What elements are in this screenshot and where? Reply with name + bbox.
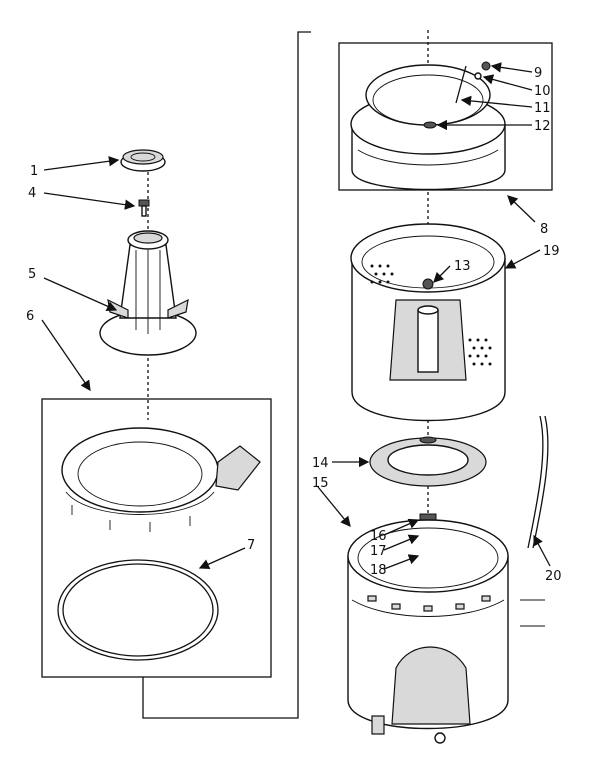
tub-slots xyxy=(367,595,491,612)
callout-15: 15 xyxy=(312,476,329,491)
callout-8: 8 xyxy=(540,222,548,237)
leader-5 xyxy=(43,277,118,312)
callout-5: 5 xyxy=(28,267,36,282)
leader-6 xyxy=(41,319,91,392)
hardware-part-11 xyxy=(455,65,467,104)
callout-10: 10 xyxy=(534,84,551,99)
callout-19: 19 xyxy=(543,244,560,259)
callout-11: 11 xyxy=(534,101,551,116)
leader-13 xyxy=(433,265,451,283)
leader-18 xyxy=(383,554,420,570)
callout-17: 17 xyxy=(370,544,387,559)
gasket-part-7 xyxy=(57,559,219,661)
spin-basket-part-19 xyxy=(350,223,506,422)
leader-20 xyxy=(533,534,551,567)
callout-4: 4 xyxy=(28,186,36,201)
callout-1: 1 xyxy=(30,164,38,179)
leader-16 xyxy=(383,518,420,536)
leader-1 xyxy=(43,156,120,171)
leader-15 xyxy=(317,486,351,528)
part-6-group-box xyxy=(41,398,272,678)
basket-perforation-left xyxy=(370,264,394,284)
outer-tub-part-15 xyxy=(347,519,545,744)
callout-6: 6 xyxy=(26,309,34,324)
leader-7 xyxy=(198,547,246,570)
hose-part-20 xyxy=(527,415,549,549)
callout-12: 12 xyxy=(534,119,551,134)
leader-8 xyxy=(507,195,536,223)
leader-9 xyxy=(490,62,533,73)
tub-ring-part-6 xyxy=(61,427,261,532)
agitator-cap-part-1 xyxy=(120,149,166,172)
leader-4 xyxy=(43,192,136,210)
leader-19 xyxy=(504,249,541,269)
callout-20: 20 xyxy=(545,569,562,584)
callout-7: 7 xyxy=(247,538,255,553)
callout-14: 14 xyxy=(312,456,329,471)
leader-10 xyxy=(482,74,533,91)
routing-frame-line xyxy=(142,31,311,719)
hardware-part-10 xyxy=(474,72,482,80)
part-8-group-box xyxy=(338,42,553,191)
leader-17 xyxy=(383,534,420,551)
basket-perforation-right xyxy=(468,338,492,366)
callout-9: 9 xyxy=(534,66,542,81)
hardware-part-12 xyxy=(423,121,437,129)
hub-plate-part-14 xyxy=(369,436,487,487)
callout-16: 16 xyxy=(370,529,387,544)
hardware-part-9 xyxy=(481,61,491,71)
leader-11 xyxy=(460,95,533,108)
bolt-part-4 xyxy=(138,199,150,217)
agitator-part-5 xyxy=(99,230,197,356)
callout-13: 13 xyxy=(454,259,471,274)
callout-18: 18 xyxy=(370,563,387,578)
